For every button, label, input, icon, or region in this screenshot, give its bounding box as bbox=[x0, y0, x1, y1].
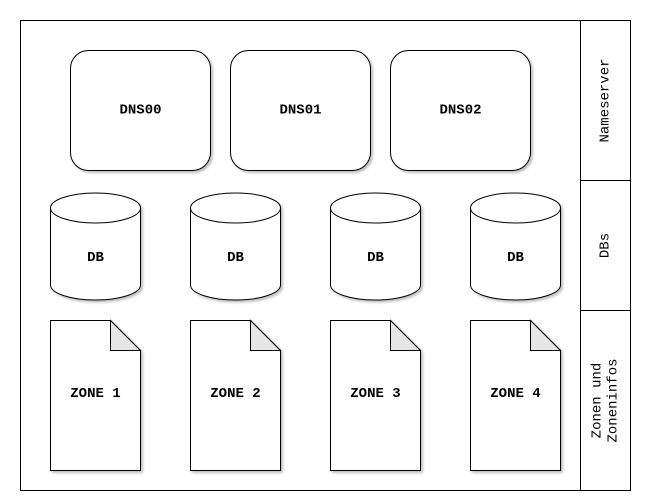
lane-label-text: Nameserver bbox=[598, 58, 614, 142]
zone-document: ZONE 4 bbox=[470, 319, 562, 471]
database-cylinder: DB bbox=[330, 192, 421, 301]
lane-label-dbs: DBs bbox=[598, 233, 614, 258]
zone-document: ZONE 2 bbox=[190, 319, 282, 471]
zone-label: ZONE 2 bbox=[210, 386, 260, 402]
zone-row: ZONE 1 ZONE 2 ZONE 3 ZONE 4 bbox=[50, 319, 562, 471]
zone-label: ZONE 4 bbox=[490, 386, 540, 402]
zone-label: ZONE 3 bbox=[350, 386, 400, 402]
database-label: DB bbox=[227, 250, 244, 266]
database-cylinder: DB bbox=[50, 192, 141, 301]
lane-label-zones: Zonen und Zoneninfos bbox=[590, 358, 622, 442]
nameserver-box: DNS00 bbox=[70, 50, 211, 171]
lane-label-text: Zonen und bbox=[590, 363, 606, 439]
nameserver-label: DNS00 bbox=[119, 103, 161, 119]
lane-label-nameserver: Nameserver bbox=[598, 58, 614, 142]
database-label: DB bbox=[367, 250, 384, 266]
lane-label-text: DBs bbox=[598, 233, 614, 258]
nameserver-row: DNS00 DNS01 DNS02 bbox=[70, 50, 531, 171]
nameserver-label: DNS01 bbox=[279, 103, 321, 119]
nameserver-box: DNS01 bbox=[230, 50, 371, 171]
database-cylinder: DB bbox=[470, 192, 561, 301]
zone-document: ZONE 3 bbox=[330, 319, 422, 471]
zone-label: ZONE 1 bbox=[70, 386, 120, 402]
nameserver-box: DNS02 bbox=[390, 50, 531, 171]
zone-document: ZONE 1 bbox=[50, 319, 142, 471]
database-label: DB bbox=[87, 250, 104, 266]
nameserver-label: DNS02 bbox=[439, 103, 481, 119]
database-cylinder: DB bbox=[190, 192, 281, 301]
database-row: DB DB DB DB bbox=[50, 192, 561, 301]
database-label: DB bbox=[507, 250, 524, 266]
lane-label-text: Zoneninfos bbox=[606, 358, 622, 442]
